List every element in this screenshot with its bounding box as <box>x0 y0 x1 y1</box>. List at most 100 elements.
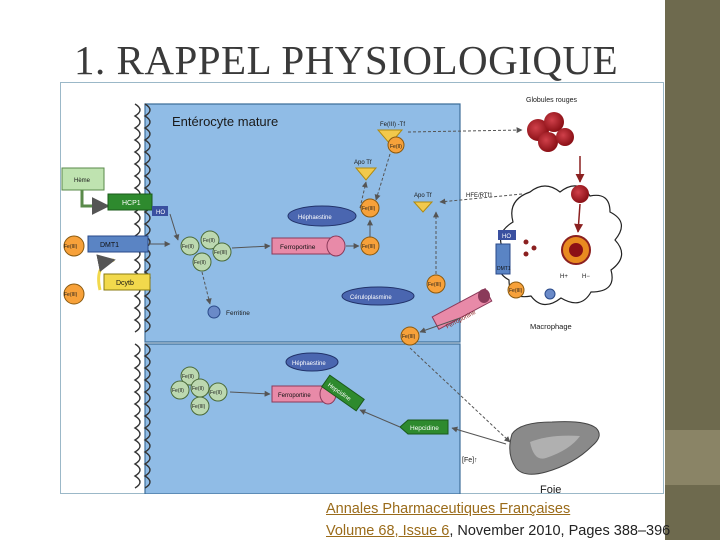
ho-box <box>152 206 168 216</box>
citation-journal-link[interactable]: Annales Pharmaceutiques Françaises <box>326 501 571 517</box>
apo-tf-shape-1 <box>354 167 378 181</box>
macro-fe-arrow <box>419 317 461 334</box>
microvilli-bottom-2 <box>143 343 151 489</box>
fe-ii-l-label: Fe(II) <box>182 374 194 380</box>
hepcidine-to-fpn-arrow <box>359 409 401 428</box>
apo-tf-shape-2 <box>412 201 434 213</box>
citation-volume-link[interactable]: Volume 68, Issue 6 <box>326 523 450 539</box>
ferroportine-macro-end <box>478 289 490 303</box>
fe-tf-label: Fe(III) -Tf <box>380 122 405 128</box>
ferritin-macro-icon <box>544 288 556 300</box>
fe-ii-n-label: Fe(II) <box>192 386 204 392</box>
rbc-arrow-down-2 <box>574 203 584 233</box>
dcytb-label: Dcytb <box>116 280 134 287</box>
slide-sidebar-accent <box>665 430 720 485</box>
fe-ii-d-label: Fe(II) <box>203 238 215 244</box>
red-blood-cell-core <box>569 243 583 257</box>
globules-rouges-label: Globules rouges <box>526 97 577 104</box>
apo-tf-2-label: Apo Tf <box>414 193 432 199</box>
enterocyte-bottom-cell <box>144 343 461 494</box>
dmt1-macro-label: DMT1 <box>497 266 511 272</box>
red-blood-cell <box>544 112 564 132</box>
citation: Annales Pharmaceutiques Françaises Volum… <box>326 498 718 542</box>
hepcidine-bound-box <box>321 374 365 412</box>
foie-label: Foie <box>540 484 561 494</box>
ferritine-icon <box>207 305 221 319</box>
fe-ii-m-label: Fe(II) <box>172 388 184 394</box>
ferroportine-2-label: Ferroportine <box>278 393 311 399</box>
hephaestine-1-label: Héphaestine <box>298 215 332 221</box>
ho-macro-label: HO <box>502 234 511 240</box>
ho-label: HO <box>156 210 165 216</box>
fe-iii-i-label: Fe(III) <box>428 282 442 288</box>
red-blood-cell <box>538 132 558 152</box>
fe-plasma-label: [Fe]↑ <box>462 457 478 464</box>
enterocyte-label: Entérocyte mature <box>172 114 278 129</box>
liver-to-hepcidine-arrow <box>451 426 507 445</box>
red-blood-cell-inside <box>571 185 589 203</box>
fe-iii-k-circle <box>507 281 525 299</box>
hephaestine-2-shape <box>285 352 339 372</box>
ho-to-fe-arrow <box>169 213 180 241</box>
fe-ii-c-label: Fe(II) <box>182 244 194 250</box>
fe-ii-circle <box>387 136 405 154</box>
ceruloplasmine-label: Céruloplasmine <box>350 295 392 301</box>
fe-iii-dmt-label: Fe(III) <box>64 244 78 250</box>
cluster-to-ferritine-arrow <box>201 271 212 305</box>
tf-to-heph-arrow <box>374 153 391 201</box>
iron-metabolism-diagram: Entérocyte mature Macrophage Globules ro… <box>60 82 664 494</box>
fe-ii-o-label: Fe(II) <box>210 390 222 396</box>
cluster-to-fpn-arrow <box>231 243 271 250</box>
hcp1-label: HCP1 <box>122 200 141 207</box>
tf-to-rbc-arrow <box>407 127 523 134</box>
fe-ii-o-circle <box>208 382 228 402</box>
fe-iii-k-label: Fe(III) <box>509 288 523 294</box>
hfe-label: HFE/RTf1 <box>466 193 493 199</box>
macro-to-tf-arrow <box>439 193 523 205</box>
fe-iii-j-label: Fe(III) <box>402 334 416 340</box>
fe-iii-h-label: Fe(III) <box>64 292 78 298</box>
macrophage-label: Macrophage <box>530 322 572 331</box>
fe-iii-dmt-circle <box>63 235 85 257</box>
heph-to-apo-arrow <box>359 181 368 209</box>
apo-tf-1-label: Apo Tf <box>354 160 372 166</box>
ferritine-label: Ferritine <box>226 310 250 317</box>
fe-ii-f-circle <box>192 252 212 272</box>
fe-iii-e-label: Fe(III) <box>214 250 228 256</box>
iron-dot <box>523 239 529 245</box>
fe-iii-b-label: Fe(III) <box>362 206 376 212</box>
fe-iii-i-circle <box>426 274 446 294</box>
dcytb-curve <box>96 254 116 291</box>
hcp1-box <box>107 193 153 211</box>
cluster2-to-fpn-arrow <box>229 390 271 397</box>
ferroportine-1-label: Ferroportine <box>280 244 316 251</box>
hepcidine-shape <box>399 419 449 435</box>
slide-title: 1. RAPPEL PHYSIOLOGIQUE <box>74 37 619 83</box>
hephaestine-2-label: Héphaestine <box>292 361 326 367</box>
hepcidine-label: Hepcidine <box>410 425 439 432</box>
iron-dot <box>523 251 529 257</box>
fe-iii-b-circle <box>360 198 380 218</box>
fe-ii-f-label: Fe(II) <box>194 260 206 266</box>
iron-dot <box>531 245 537 251</box>
fe-iii-g-label: Fe(III) <box>362 244 376 250</box>
ho-macro-box <box>498 230 516 240</box>
fe-ii-d-circle <box>200 230 220 250</box>
dmt1-macro-box <box>495 243 511 275</box>
fe-iii-j-circle <box>400 326 420 346</box>
microvilli-top-2 <box>143 103 151 333</box>
dcytb-box <box>103 273 151 291</box>
microvilli-bottom <box>133 343 141 489</box>
ceruloplasmine-shape <box>341 286 415 306</box>
heme-arrow <box>80 190 110 215</box>
microvilli-top <box>133 103 141 333</box>
heme-label: Hème <box>74 178 91 184</box>
fe-ii-a-label: Fe(II) <box>390 144 402 150</box>
fe-ii-m-circle <box>170 380 190 400</box>
hephaestine-1-shape <box>287 205 357 227</box>
ferroportine-1-end <box>326 235 346 257</box>
fe-iii-e-circle <box>212 242 232 262</box>
dmt1-label: DMT1 <box>100 242 119 249</box>
fe-iii-p-circle <box>190 396 210 416</box>
fe-to-liver-dashed <box>409 347 511 443</box>
